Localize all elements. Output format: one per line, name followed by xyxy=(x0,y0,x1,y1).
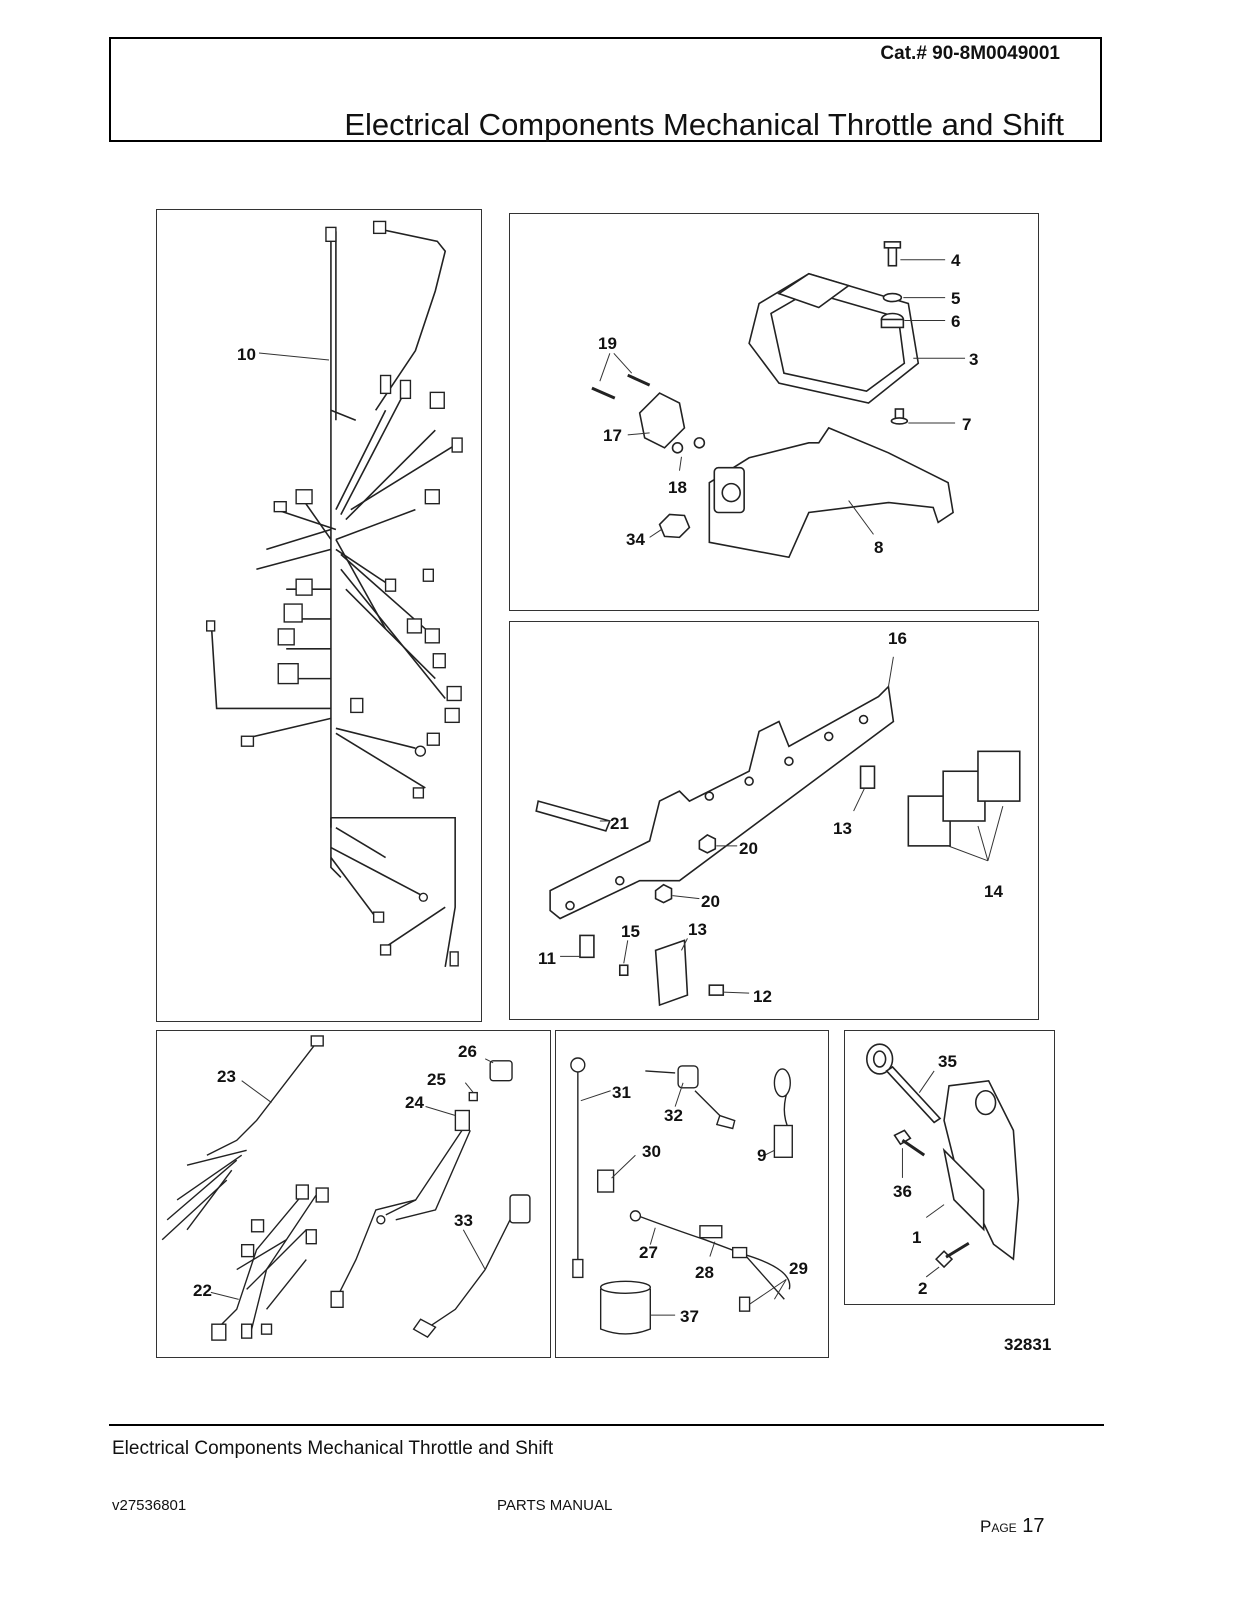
footer-manual-name: PARTS MANUAL xyxy=(497,1497,613,1514)
callout-21: 21 xyxy=(610,814,629,833)
footer-version: v27536801 xyxy=(112,1497,187,1514)
sensors-illustration xyxy=(570,1057,793,1335)
callout-31: 31 xyxy=(612,1083,631,1102)
page-title: Electrical Components Mechanical Throttl… xyxy=(344,107,1064,142)
footer-title: Electrical Components Mechanical Throttl… xyxy=(112,1438,554,1459)
callout-20-lower: 20 xyxy=(701,892,720,911)
page-header: Cat.# 90-8M0049001 Electrical Components… xyxy=(109,37,1102,142)
panel-wiring-harness: 10 xyxy=(156,209,482,1022)
page-word: Page xyxy=(980,1517,1017,1536)
callout-30: 30 xyxy=(642,1142,661,1161)
panel-ground-bracket: 35 36 1 2 xyxy=(844,1030,1055,1305)
callout-28: 28 xyxy=(695,1263,714,1282)
callout-17: 17 xyxy=(603,426,622,445)
callout-12: 12 xyxy=(753,987,772,1006)
callout-33: 33 xyxy=(454,1211,473,1230)
callout-15: 15 xyxy=(621,922,640,941)
ecm-bracket-illustration xyxy=(591,241,966,559)
callout-5: 5 xyxy=(951,289,961,308)
page-number: 17 xyxy=(1022,1515,1045,1537)
page-number-block: Page 17 xyxy=(980,1515,1045,1538)
callout-25: 25 xyxy=(427,1070,446,1089)
panel-sensors: 31 32 30 9 27 28 29 37 xyxy=(555,1030,829,1358)
callout-18: 18 xyxy=(668,478,687,497)
callout-3: 3 xyxy=(969,350,979,369)
footer-divider xyxy=(109,1424,1104,1426)
callout-23: 23 xyxy=(217,1067,236,1086)
wiring-harness-illustration xyxy=(205,220,463,967)
callout-26: 26 xyxy=(458,1042,477,1061)
callout-36: 36 xyxy=(893,1182,912,1201)
panel-ecm-bracket: 19 17 18 34 4 5 6 3 7 8 xyxy=(509,213,1039,611)
callout-8: 8 xyxy=(874,538,884,557)
callout-29: 29 xyxy=(789,1259,808,1278)
callout-37: 37 xyxy=(680,1307,699,1326)
relay-bracket-illustration xyxy=(535,656,1021,1007)
callout-11: 11 xyxy=(538,949,556,968)
callout-13-upper: 13 xyxy=(833,819,852,838)
callout-19: 19 xyxy=(598,334,617,353)
harness-parts-illustration xyxy=(161,1035,531,1341)
panel-harness-parts: 23 26 25 24 33 22 xyxy=(156,1030,551,1358)
callout-32: 32 xyxy=(664,1106,683,1125)
callout-13-lower: 13 xyxy=(688,920,707,939)
callout-24: 24 xyxy=(405,1093,424,1112)
panel-relay-bracket: 16 21 13 20 20 14 11 15 13 12 xyxy=(509,621,1039,1020)
callout-22: 22 xyxy=(193,1281,212,1300)
catalog-number: Cat.# 90-8M0049001 xyxy=(880,43,1060,64)
callout-2: 2 xyxy=(918,1279,928,1298)
callout-9: 9 xyxy=(757,1146,767,1165)
callout-10: 10 xyxy=(237,345,256,364)
callout-35: 35 xyxy=(938,1052,957,1071)
callout-34: 34 xyxy=(626,530,645,549)
callout-4: 4 xyxy=(951,251,961,270)
ground-bracket-illustration xyxy=(865,1043,1020,1278)
callout-6: 6 xyxy=(951,312,961,331)
figure-number: 32831 xyxy=(1004,1335,1052,1354)
callout-1: 1 xyxy=(912,1228,922,1247)
callout-14: 14 xyxy=(984,882,1003,901)
callout-16: 16 xyxy=(888,629,907,648)
callout-7: 7 xyxy=(962,415,972,434)
callout-20-upper: 20 xyxy=(739,839,758,858)
callout-27: 27 xyxy=(639,1243,658,1262)
